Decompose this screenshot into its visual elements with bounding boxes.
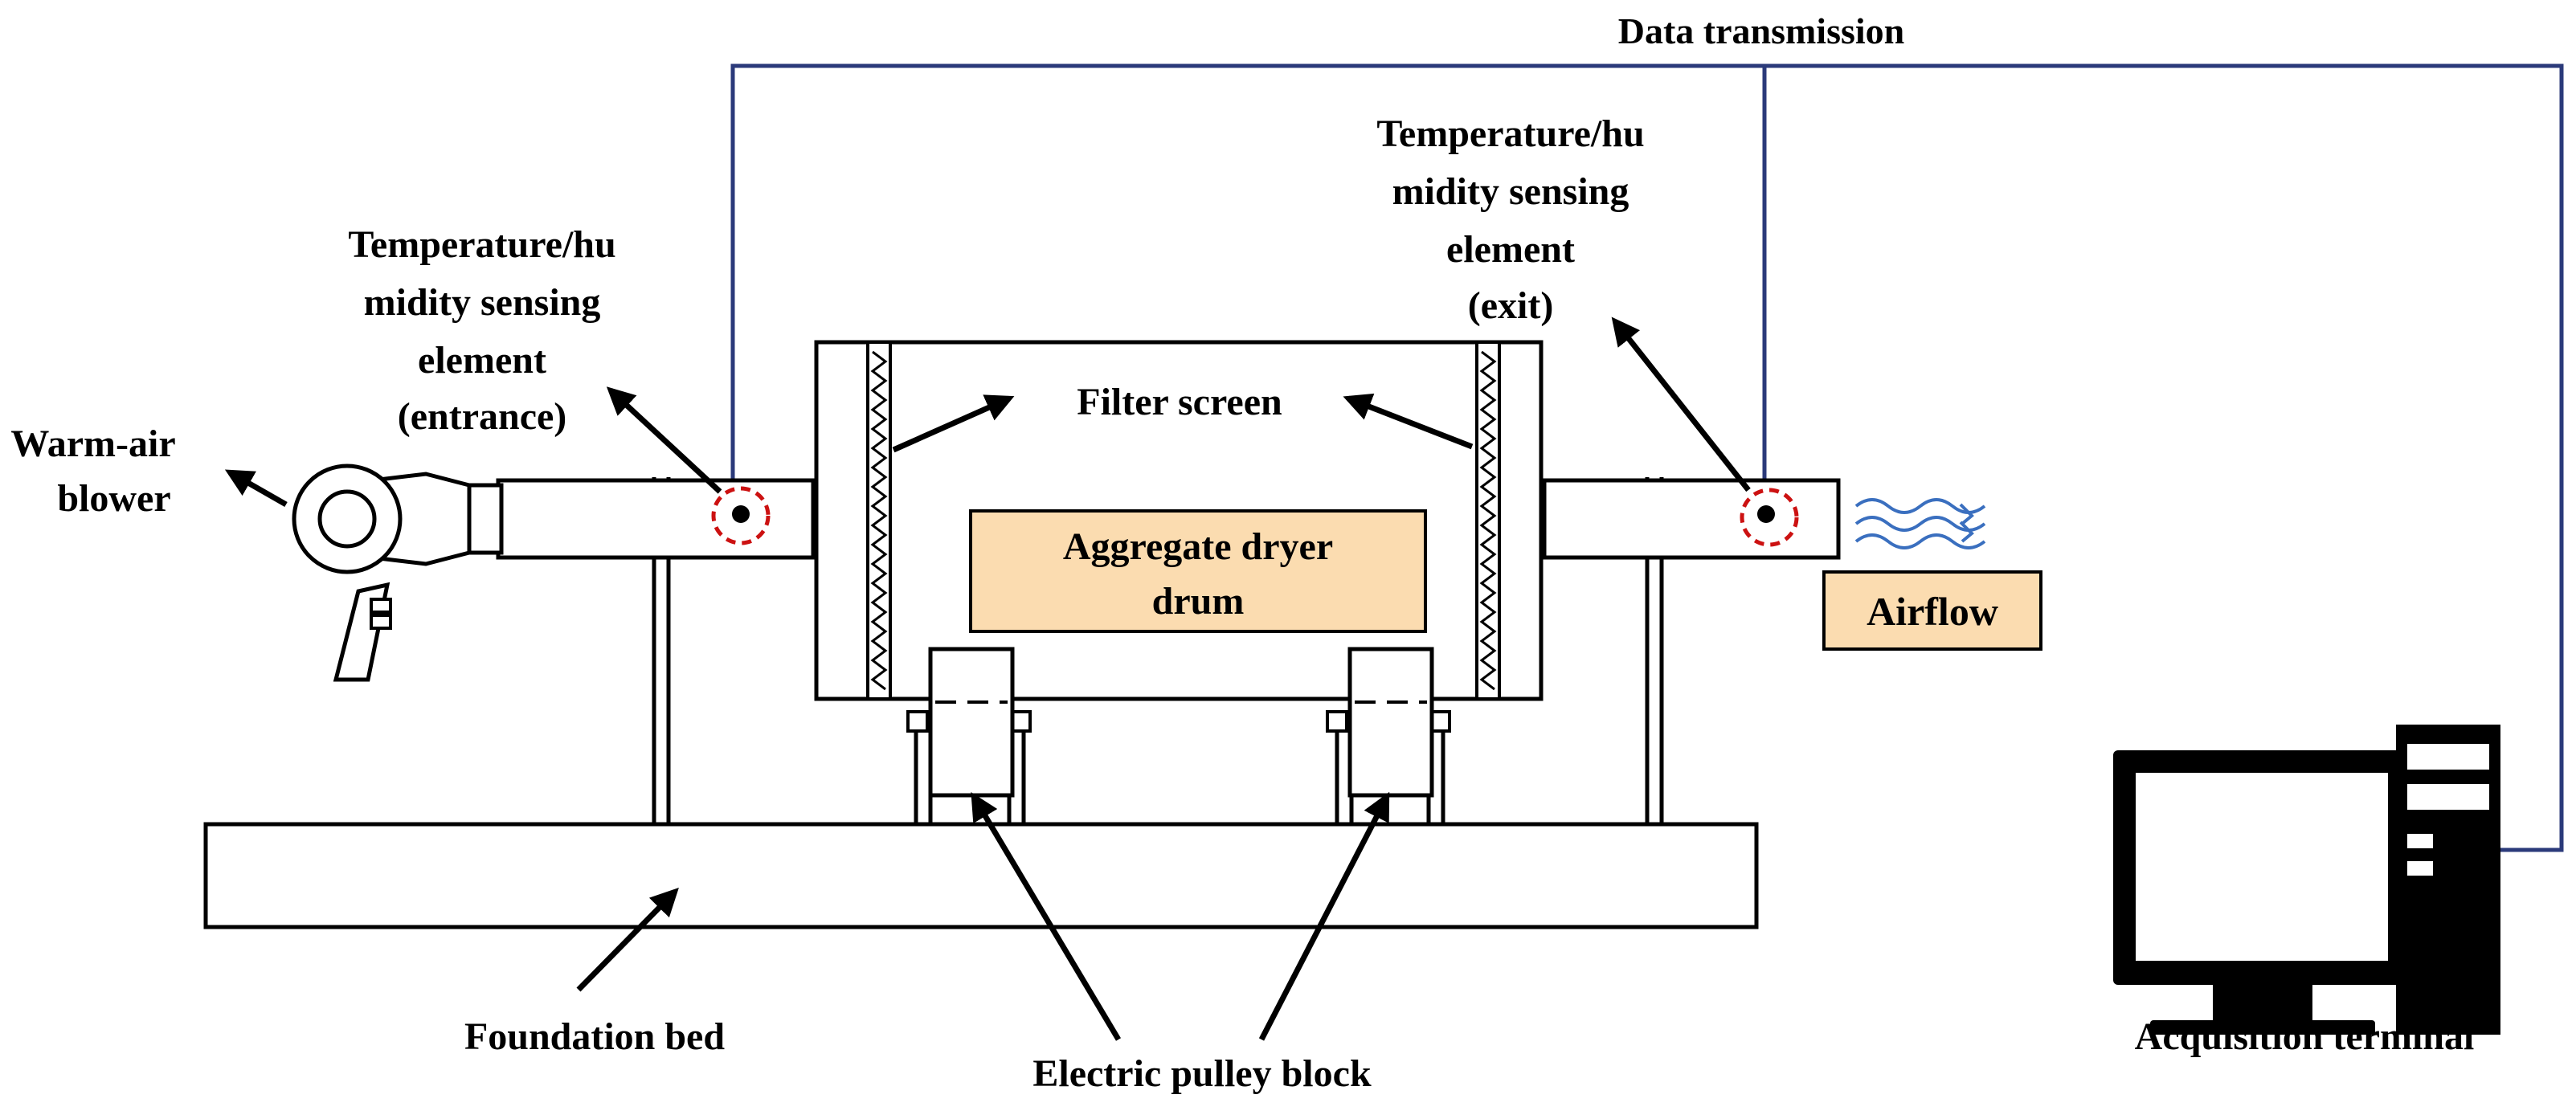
sensor-exit <box>1740 488 1799 547</box>
aggregate-dryer-drum-label-line2: drum <box>1152 580 1245 623</box>
sensor-exit-label: Temperature/hu midity sensing element (e… <box>1376 112 1644 327</box>
arrow-sensor-exit <box>1611 317 1751 492</box>
svg-text:Temperature/hu: Temperature/hu <box>1376 112 1644 155</box>
airflow-label: Airflow <box>1867 589 1998 634</box>
arrow-pulley-right <box>1258 791 1390 1041</box>
warm-air-blower <box>292 464 504 682</box>
inlet-pipe <box>496 478 816 560</box>
svg-text:blower: blower <box>57 477 170 520</box>
aggregate-dryer-drum-box <box>969 509 1427 633</box>
svg-text:(entrance): (entrance) <box>398 395 567 438</box>
acquisition-terminal-icon <box>2113 725 2500 1035</box>
svg-text:midity sensing: midity sensing <box>1392 170 1629 213</box>
arrow-blower <box>224 469 288 508</box>
electric-pulley-block-label: Electric pulley block <box>1032 1052 1372 1095</box>
warm-air-blower-label: Warm-air blower <box>10 423 175 520</box>
svg-text:(exit): (exit) <box>1468 284 1554 327</box>
filter-screen-right <box>1475 341 1501 700</box>
electric-pulley-block-left <box>906 647 1032 824</box>
filter-screen-left <box>866 341 892 700</box>
filter-screen-label: Filter screen <box>1077 381 1282 423</box>
electric-pulley-block-right <box>1326 647 1451 824</box>
arrow-sensor-entrance <box>606 386 722 494</box>
foundation-bed-label: Foundation bed <box>464 1015 725 1058</box>
svg-text:midity sensing: midity sensing <box>364 281 601 324</box>
svg-text:Warm-air: Warm-air <box>10 423 175 465</box>
arrow-pulley-left <box>971 791 1122 1041</box>
acquisition-terminal-label: Acquisition terminal <box>2135 1015 2475 1058</box>
arrow-filter-right <box>1343 393 1474 450</box>
aggregate-dryer-drum-label-line1: Aggregate dryer <box>1063 525 1333 568</box>
airflow-waves <box>1854 498 1986 549</box>
foundation-bed <box>203 822 1759 929</box>
arrow-foundation-bed <box>576 888 679 992</box>
sensor-entrance-label: Temperature/hu midity sensing element (e… <box>348 223 615 438</box>
svg-text:element: element <box>1446 228 1575 271</box>
data-transmission-line <box>730 63 2564 852</box>
outlet-pipe <box>1542 478 1841 560</box>
sensor-entrance <box>711 486 771 545</box>
airflow-box <box>1822 570 2042 651</box>
svg-text:Temperature/hu: Temperature/hu <box>348 223 615 266</box>
svg-text:element: element <box>418 339 546 382</box>
data-transmission-label: Data transmission <box>1618 10 1905 51</box>
arrow-filter-left <box>892 394 1015 453</box>
